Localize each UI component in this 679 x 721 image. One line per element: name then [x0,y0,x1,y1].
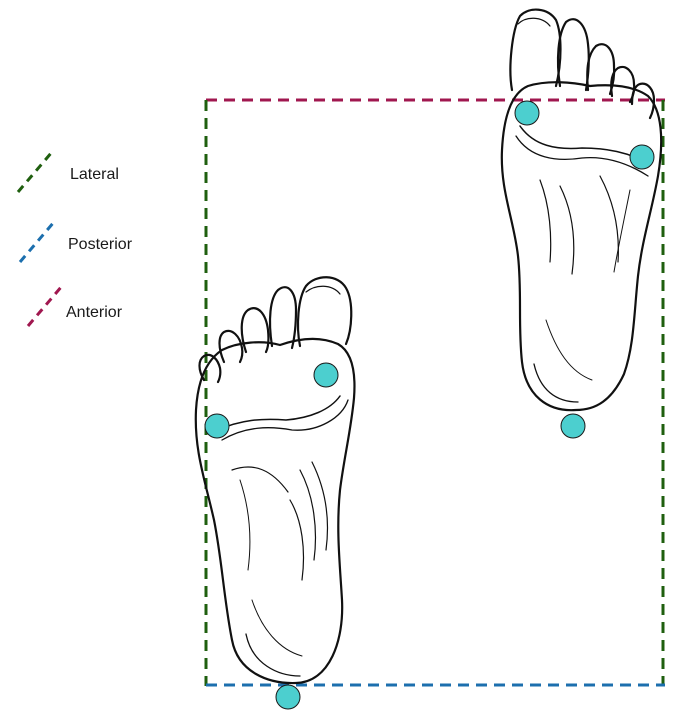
right-foot-marker-heel [560,413,586,439]
left-foot-marker-medial-forefoot [313,362,339,388]
right-foot-marker-medial-forefoot [514,100,540,126]
legend-label-lateral: Lateral [70,166,119,183]
right-foot-marker-lateral-forefoot [629,144,655,170]
right-foot-illustration [500,8,663,412]
left-foot-marker-heel [275,684,301,710]
legend-swatch-anterior [26,285,64,327]
legend-swatch-posterior [18,221,56,263]
left-foot-marker-lateral-forefoot [204,413,230,439]
legend-swatch-lateral [16,151,54,193]
legend-label-anterior: Anterior [66,304,123,321]
left-foot-illustration [194,276,356,685]
legend-label-posterior: Posterior [68,236,133,253]
